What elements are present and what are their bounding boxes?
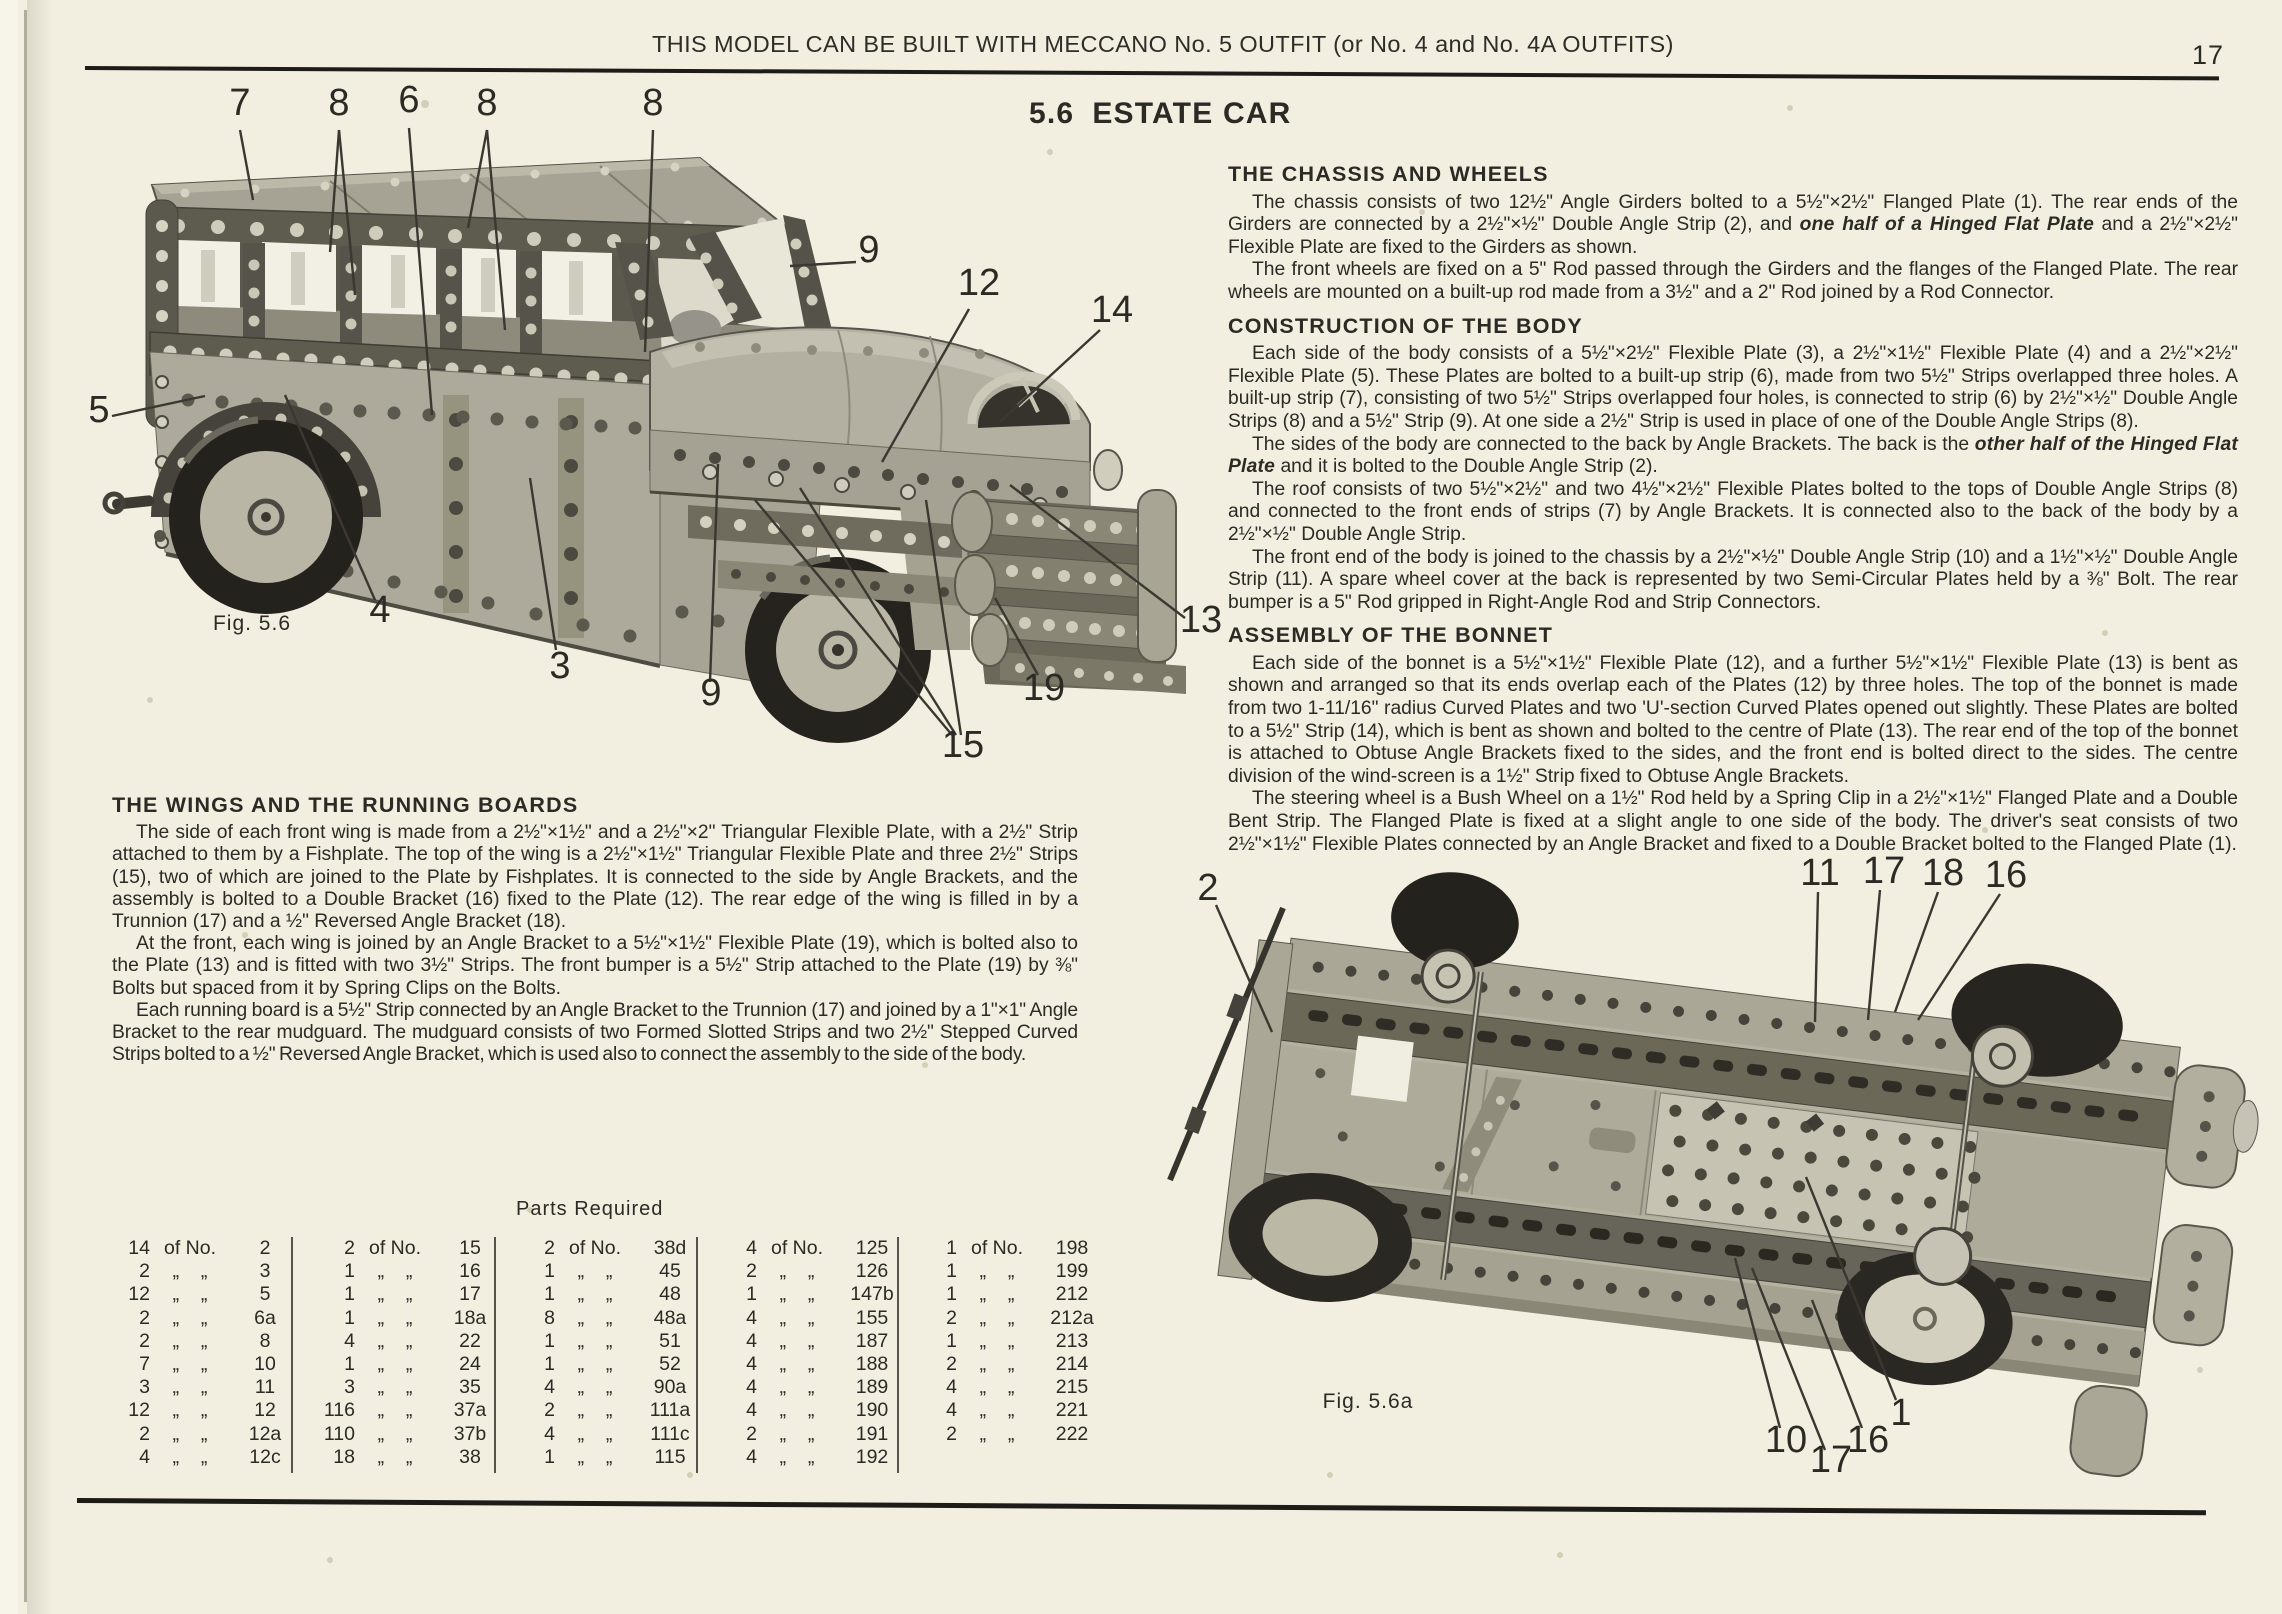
svg-text:9: 9	[858, 229, 879, 271]
svg-text:16: 16	[1985, 854, 2027, 896]
svg-text:1: 1	[1890, 1392, 1911, 1434]
svg-text:5: 5	[88, 389, 109, 431]
svg-text:15: 15	[942, 724, 984, 766]
svg-text:16: 16	[1847, 1419, 1889, 1461]
svg-text:19: 19	[1023, 667, 1065, 709]
svg-text:9: 9	[700, 672, 721, 714]
svg-text:4: 4	[369, 589, 390, 631]
svg-text:8: 8	[328, 82, 349, 124]
svg-text:11: 11	[1800, 852, 1839, 894]
svg-text:8: 8	[476, 82, 497, 124]
svg-text:3: 3	[549, 645, 570, 687]
svg-text:Fig. 5.6a: Fig. 5.6a	[1323, 1390, 1414, 1413]
svg-text:7: 7	[229, 82, 250, 124]
svg-text:12: 12	[958, 262, 1000, 304]
svg-text:17: 17	[1810, 1439, 1852, 1481]
svg-text:6: 6	[398, 79, 419, 121]
svg-text:Fig. 5.6: Fig. 5.6	[213, 612, 291, 635]
svg-text:8: 8	[642, 82, 663, 124]
svg-text:10: 10	[1765, 1419, 1807, 1461]
svg-text:13: 13	[1180, 599, 1222, 641]
svg-text:2: 2	[1197, 867, 1218, 909]
svg-text:14: 14	[1091, 289, 1133, 331]
svg-text:17: 17	[1863, 850, 1905, 892]
svg-text:18: 18	[1922, 852, 1964, 894]
